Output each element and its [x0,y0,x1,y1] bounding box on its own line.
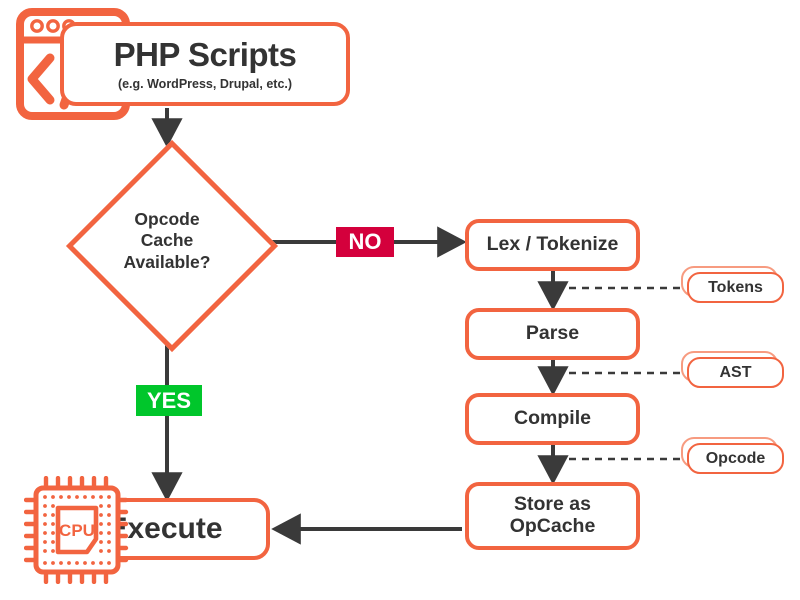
terminal-node-execute-label: Execute [107,512,223,546]
process-node-store-line1: Store as [514,493,591,516]
branch-badge-no: NO [336,227,394,257]
decision-label: Opcode Cache Available? [62,136,272,346]
process-node-parse-label: Parse [525,322,580,345]
process-node-lex[interactable]: Lex / Tokenize [465,219,640,271]
artifact-pill-opcode[interactable]: Opcode [687,443,784,474]
php-scripts-title: PHP Scripts [113,36,297,74]
cpu-chip-icon: CPU [24,476,129,584]
process-node-compile-label: Compile [514,407,591,430]
artifact-pill-ast-label: AST [719,363,752,381]
php-scripts-card[interactable]: PHP Scripts (e.g. WordPress, Drupal, etc… [60,22,350,106]
php-scripts-subtitle: (e.g. WordPress, Drupal, etc.) [117,76,293,91]
artifact-pill-ast[interactable]: AST [687,357,784,388]
process-node-compile[interactable]: Compile [465,393,640,445]
branch-badge-yes: YES [136,385,202,416]
process-node-store-opcache[interactable]: Store as OpCache [465,482,640,550]
decision-label-line2: Cache [140,230,194,251]
artifact-pill-tokens[interactable]: Tokens [687,272,784,303]
artifact-pill-tokens-label: Tokens [708,278,763,296]
artifact-pill-opcode-label: Opcode [705,449,766,467]
process-node-lex-label: Lex / Tokenize [486,233,619,256]
process-node-store-line2: OpCache [509,515,596,537]
decision-label-line3: Available? [123,251,211,272]
cpu-icon-label: CPU [59,521,95,540]
process-node-parse[interactable]: Parse [465,308,640,360]
decision-label-line1: Opcode [134,208,200,229]
decision-node-opcode-cache[interactable]: Opcode Cache Available? [62,136,279,353]
